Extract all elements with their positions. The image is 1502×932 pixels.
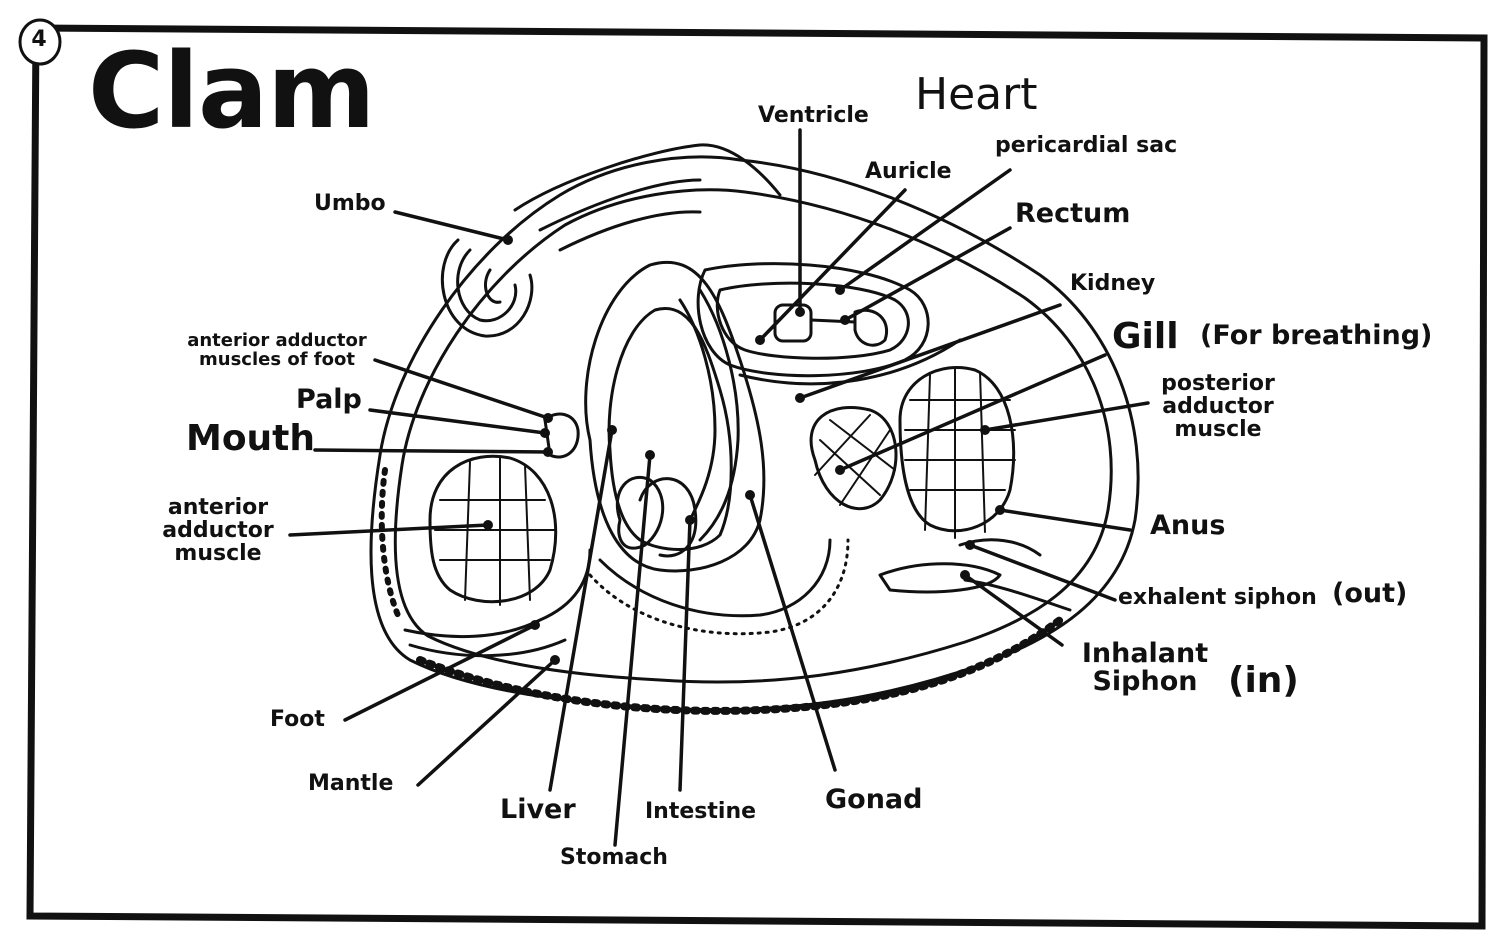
label-kidney: Kidney	[1070, 272, 1155, 295]
label-inhalant-note: (in)	[1228, 662, 1299, 700]
label-heart: Heart	[915, 72, 1037, 118]
label-exhalent-siphon: exhalent siphon	[1118, 586, 1317, 609]
page-title: Clam	[88, 30, 375, 152]
label-gonad: Gonad	[825, 786, 922, 814]
label-anus: Anus	[1150, 512, 1225, 540]
label-mantle: Mantle	[308, 772, 393, 795]
label-gill-note: (For breathing)	[1200, 322, 1432, 350]
clam-body	[371, 145, 1138, 711]
label-anterior-adductor-muscles-of-foot: anterior adductor muscles of foot	[172, 332, 382, 370]
label-liver: Liver	[500, 796, 576, 824]
label-foot: Foot	[270, 708, 325, 731]
label-gill: Gill	[1112, 318, 1179, 356]
label-exhalent-note: (out)	[1332, 580, 1407, 608]
label-mouth: Mouth	[186, 420, 315, 458]
label-ventricle: Ventricle	[758, 104, 869, 127]
label-rectum: Rectum	[1015, 200, 1130, 228]
label-palp: Palp	[296, 386, 362, 414]
label-stomach: Stomach	[560, 846, 668, 869]
label-umbo: Umbo	[314, 192, 386, 215]
label-inhalant-siphon: Inhalant Siphon	[1075, 640, 1215, 697]
page-number: 4	[22, 22, 56, 58]
leader-lines	[290, 130, 1148, 845]
label-anterior-adductor-muscle: anterior adductor muscle	[152, 496, 284, 565]
label-intestine: Intestine	[645, 800, 756, 823]
label-auricle: Auricle	[865, 160, 952, 183]
label-posterior-adductor-muscle: posterior adductor muscle	[1148, 372, 1288, 441]
label-pericardial-sac: pericardial sac	[995, 134, 1177, 157]
